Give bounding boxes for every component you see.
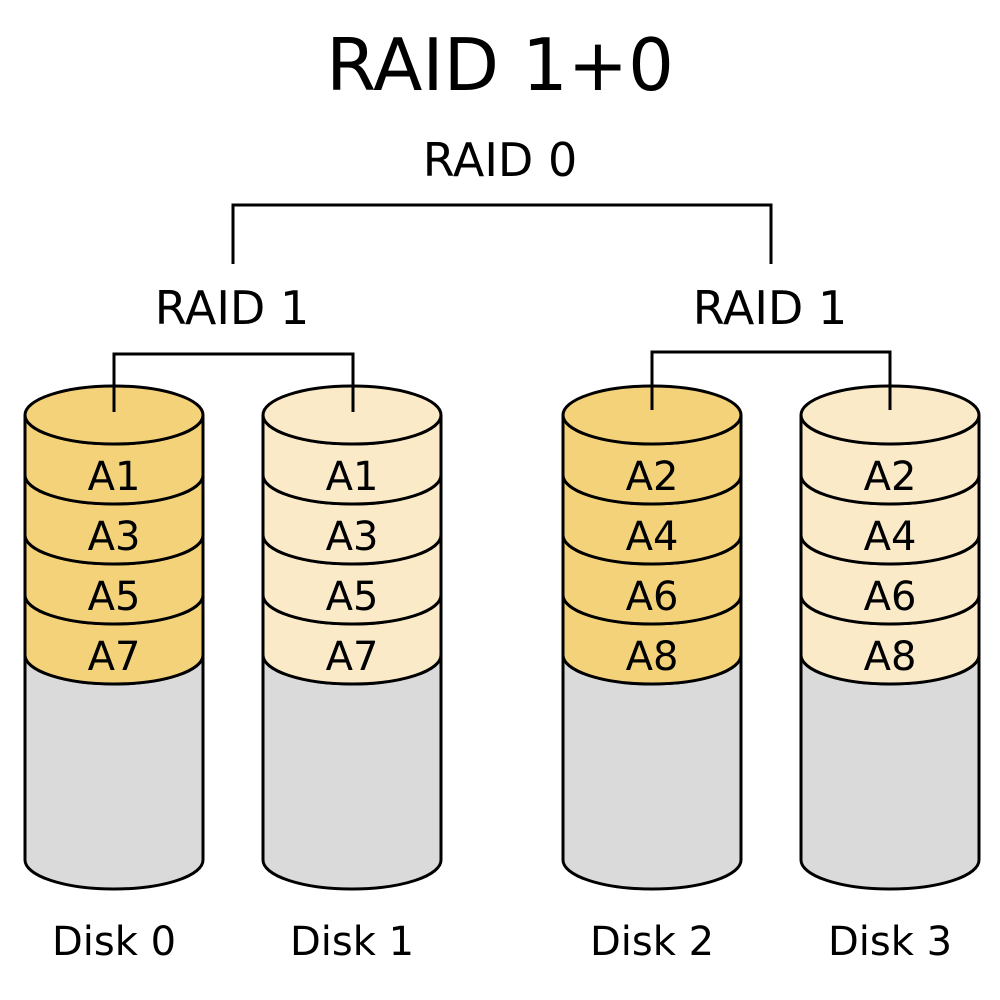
block-label: A8 — [626, 634, 679, 680]
disk-empty-space — [261, 654, 443, 891]
block-label: A2 — [626, 454, 679, 500]
brackets — [112, 203, 892, 412]
block-label: A3 — [88, 514, 141, 560]
raid1-bracket-right — [650, 350, 892, 410]
disk-empty-space — [23, 654, 205, 891]
disk-label: Disk 0 — [52, 919, 176, 965]
block-label: A8 — [864, 634, 917, 680]
block-label: A3 — [326, 514, 379, 560]
block-label: A2 — [864, 454, 917, 500]
diagram-title: RAID 1+0 — [326, 23, 674, 107]
raid0-label: RAID 0 — [423, 133, 577, 187]
block-label: A4 — [864, 514, 917, 560]
raid1-bracket-left — [112, 352, 355, 412]
raid1-label-right: RAID 1 — [693, 281, 847, 335]
disk-label: Disk 1 — [290, 919, 414, 965]
raid1-label-left: RAID 1 — [155, 281, 309, 335]
block-label: A4 — [626, 514, 679, 560]
block-label: A6 — [626, 574, 679, 620]
block-label: A1 — [326, 454, 379, 500]
block-label: A5 — [326, 574, 379, 620]
disk-empty-space — [561, 654, 743, 891]
block-label: A6 — [864, 574, 917, 620]
block-label: A1 — [88, 454, 141, 500]
disk-label: Disk 2 — [590, 919, 714, 965]
block-label: A5 — [88, 574, 141, 620]
disk-label: Disk 3 — [828, 919, 952, 965]
raid0-bracket — [231, 203, 773, 264]
block-label: A7 — [88, 634, 141, 680]
block-label: A7 — [326, 634, 379, 680]
disk-empty-space — [799, 654, 981, 891]
